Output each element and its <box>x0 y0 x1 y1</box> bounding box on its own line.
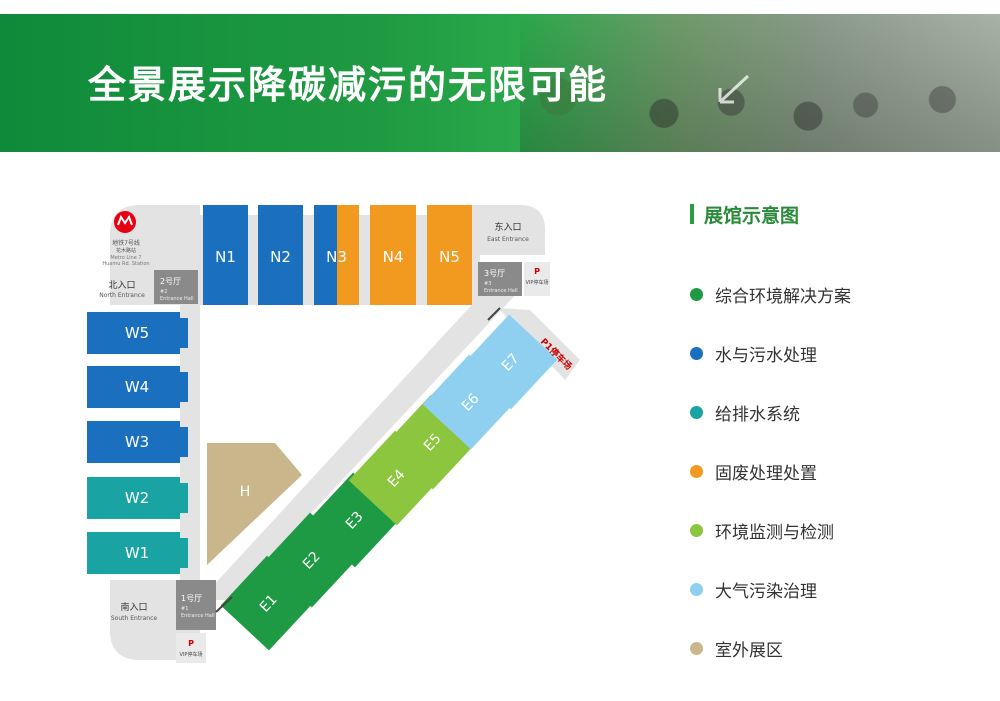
parking-icon: P <box>534 267 540 276</box>
hall-n3-label: N3 <box>326 248 347 266</box>
legend-label: 固废处理处置 <box>715 463 817 484</box>
legend-label: 大气污染治理 <box>715 581 817 602</box>
hall-w1-label: W1 <box>125 544 149 562</box>
area-h-label: H <box>240 484 251 500</box>
outdoor-area-h[interactable]: H <box>207 443 302 565</box>
north-entrance-en: North Entrance <box>99 292 145 299</box>
legend-label: 室外展区 <box>715 640 783 661</box>
entrance-hall-2[interactable]: 2号厅 #2 Entrance Hall <box>154 270 198 304</box>
south-entrance-en: South Entrance <box>111 615 158 622</box>
hall-w3[interactable]: W3 <box>87 421 188 463</box>
legend-title: 展馆示意图 <box>690 202 800 227</box>
east-connector <box>487 307 501 321</box>
legend-dot <box>690 523 703 537</box>
hall-1-en: Entrance Hall <box>181 613 215 619</box>
northeast-plaza <box>470 205 545 255</box>
hall-n1[interactable]: N1 <box>203 205 248 305</box>
legend-item-comprehensive: 综合环境解决方案 <box>690 282 851 307</box>
legend-title-text: 展馆示意图 <box>704 204 800 227</box>
hall-w2[interactable]: W2 <box>87 477 188 519</box>
hall-w4[interactable]: W4 <box>87 366 188 408</box>
hall-3-code: #3 <box>484 281 491 287</box>
hall-2-label: 2号厅 <box>160 277 181 286</box>
east-entrance-label: 东入口 <box>494 221 521 233</box>
metro-line-en: Metro Line 7 <box>110 255 141 261</box>
metro-logo-icon <box>114 211 136 233</box>
legend-item-air: 大气污染治理 <box>690 577 817 602</box>
hall-w3-label: W3 <box>125 433 149 451</box>
hall-3-label: 3号厅 <box>484 269 505 278</box>
legend-label: 环境监测与检测 <box>715 522 834 543</box>
hall-2-code: #2 <box>160 289 167 295</box>
south-entrance-label: 南入口 <box>120 601 147 613</box>
legend-dot <box>690 582 703 596</box>
metro-line-cn: 地铁7号线 <box>112 239 140 247</box>
hall-n1-label: N1 <box>215 248 236 266</box>
legend-item-outdoor: 室外展区 <box>690 636 783 661</box>
entrance-hall-3[interactable]: 3号厅 #3 Entrance Hall <box>478 262 522 296</box>
vip-parking-south-label: VIP停车场 <box>180 651 203 658</box>
entrance-hall-1[interactable]: 1号厅 #1 Entrance Hall <box>176 580 216 630</box>
hall-n5[interactable]: N5 <box>427 205 472 305</box>
hall-n4[interactable]: N4 <box>370 205 416 305</box>
hall-n4-label: N4 <box>383 248 404 266</box>
legend-dot <box>690 405 703 419</box>
parking-icon: P <box>188 639 194 648</box>
hall-w4-label: W4 <box>125 378 149 396</box>
exhibition-photo <box>520 14 1000 152</box>
south-connector <box>215 596 233 613</box>
metro-station-en: Huamu Rd. Station <box>102 261 149 267</box>
diagonal-corridor <box>200 285 520 600</box>
hall-e7[interactable]: E7 <box>462 314 558 410</box>
venue-map: 地铁7号线 花木路站 Metro Line 7 Huamu Rd. Statio… <box>87 205 580 663</box>
arrow-icon <box>718 74 750 104</box>
hall-w5-label: W5 <box>125 324 149 342</box>
legend-title-bar <box>690 204 694 224</box>
legend-item-drainage: 给排水系统 <box>690 400 800 425</box>
legend-label: 给排水系统 <box>715 404 800 425</box>
legend-dot <box>690 464 703 478</box>
legend-item-monitoring: 环境监测与检测 <box>690 518 834 543</box>
vip-parking-east[interactable]: P VIP停车场 <box>524 262 550 296</box>
legend-dot <box>690 287 703 301</box>
hall-w2-label: W2 <box>125 489 149 507</box>
legend-item-water: 水与污水处理 <box>690 341 817 366</box>
metro-station-cn: 花木路站 <box>116 247 136 254</box>
header-banner: 全景展示降碳减污的无限可能 <box>0 14 1000 152</box>
hall-n3[interactable]: N3 <box>314 205 359 305</box>
hall-n2[interactable]: N2 <box>258 205 303 305</box>
hall-2-en: Entrance Hall <box>160 296 194 302</box>
east-entrance-en: East Entrance <box>487 236 529 243</box>
legend-label: 综合环境解决方案 <box>715 286 851 307</box>
hall-n2-label: N2 <box>270 248 291 266</box>
hall-1-label: 1号厅 <box>181 594 202 603</box>
legend-dot <box>690 346 703 360</box>
banner-title: 全景展示降碳减污的无限可能 <box>88 63 609 107</box>
hall-w5[interactable]: W5 <box>87 312 188 354</box>
legend-dot <box>690 641 703 655</box>
hall-w1[interactable]: W1 <box>87 532 188 574</box>
hall-3-en: Entrance Hall <box>484 288 518 294</box>
legend-label: 水与污水处理 <box>715 345 817 366</box>
legend-item-solid-waste: 固废处理处置 <box>690 459 817 484</box>
hall-1-code: #1 <box>181 606 188 612</box>
north-entrance-label: 北入口 <box>108 280 135 291</box>
vip-parking-south[interactable]: P VIP停车场 <box>176 633 206 663</box>
hall-n5-label: N5 <box>439 248 460 266</box>
vip-parking-east-label: VIP停车场 <box>526 279 549 286</box>
